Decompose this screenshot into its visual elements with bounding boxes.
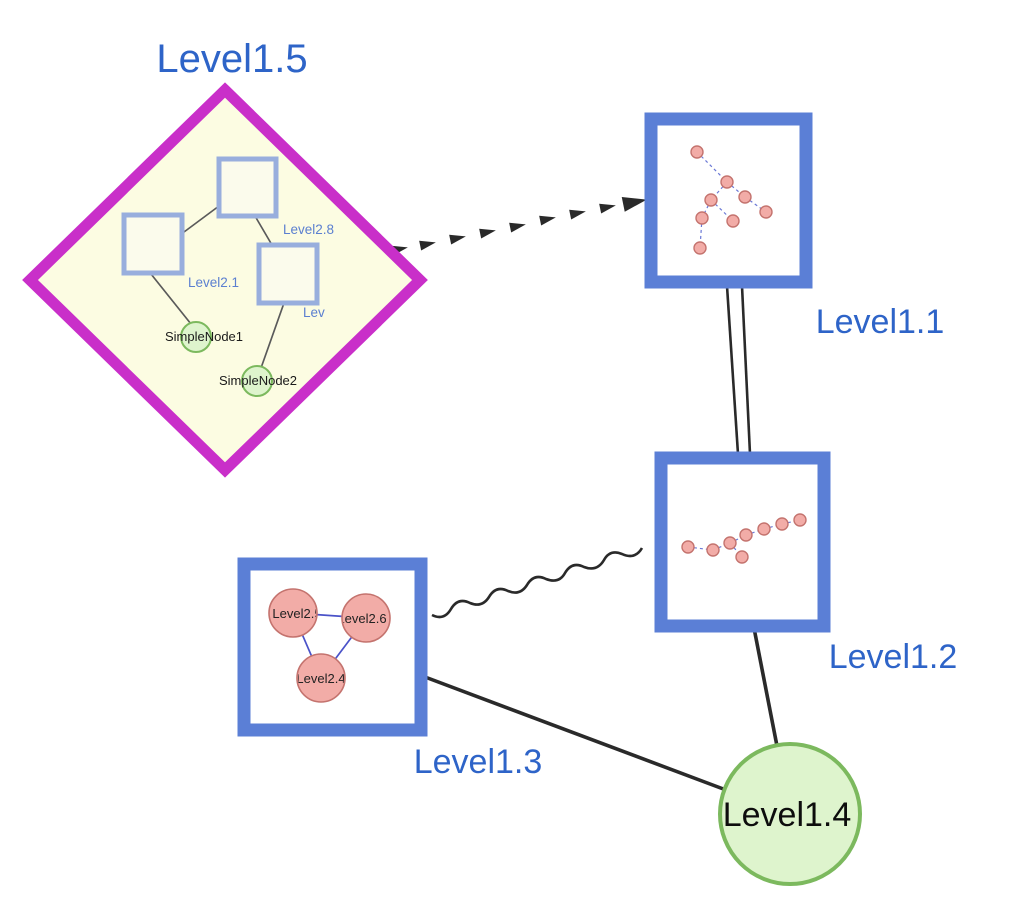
label-lev: Lev (303, 305, 325, 320)
mini-node[interactable] (793, 513, 807, 527)
node-level2-6[interactable] (341, 593, 391, 643)
mini-node[interactable] (757, 522, 771, 536)
edge-level28-lev[interactable] (254, 215, 273, 246)
square-level2-1[interactable] (121, 212, 185, 276)
mini-node[interactable] (704, 193, 718, 207)
mini-node[interactable] (759, 205, 773, 219)
mini-node[interactable] (720, 175, 734, 189)
level15-diamond-shape[interactable] (22, 82, 428, 478)
level13-box[interactable] (237, 557, 428, 737)
label-level1-5: Level1.5 (156, 37, 307, 81)
edge-level15-level11[interactable] (391, 192, 648, 256)
square-lev[interactable] (256, 242, 320, 306)
edge-level13-level12[interactable] (431, 547, 644, 619)
square-level2-8[interactable] (216, 156, 279, 219)
edge-level11-level12[interactable] (725, 285, 752, 455)
label-simplenode2: SimpleNode2 (219, 373, 297, 388)
node-level12-group[interactable] (654, 451, 831, 633)
mini-node[interactable] (739, 528, 753, 542)
label-simplenode1: SimpleNode1 (165, 329, 243, 344)
mini-node[interactable] (726, 214, 740, 228)
label-level1-2: Level1.2 (829, 638, 958, 676)
level12-mini-graph (681, 513, 807, 564)
label-level2-4: Level2.4 (296, 671, 345, 686)
edge-lev-simplenode2[interactable] (260, 302, 285, 369)
level11-mini-graph (690, 145, 773, 255)
node-level2-4[interactable] (296, 653, 346, 703)
edge-level13-level14[interactable] (424, 675, 727, 792)
mini-node[interactable] (706, 543, 720, 557)
edge-level21-level28[interactable] (183, 205, 220, 233)
mini-node[interactable] (690, 145, 704, 159)
node-level2-5[interactable] (268, 588, 318, 638)
node-level14[interactable] (718, 742, 862, 886)
mini-node[interactable] (693, 241, 707, 255)
level11-box[interactable] (644, 112, 813, 289)
edge-level21-simplenode1[interactable] (150, 273, 192, 325)
node-level13-group[interactable]: Level2.5 Level2.6 Level2.4 (237, 557, 428, 737)
node-simplenode2[interactable] (241, 365, 273, 397)
mini-node[interactable] (735, 550, 749, 564)
mini-node[interactable] (738, 190, 752, 204)
label-level1-4: Level1.4 (723, 796, 852, 834)
label-level2-1: Level2.1 (188, 275, 239, 290)
label-level2-6: Level2.6 (337, 611, 386, 626)
mini-node[interactable] (723, 536, 737, 550)
node-level15-group[interactable]: Level2.8 Level2.1 Lev SimpleNode1 Simple… (22, 82, 428, 478)
mini-node[interactable] (775, 517, 789, 531)
node-simplenode1[interactable] (180, 321, 212, 353)
label-level1-1: Level1.1 (816, 303, 945, 341)
label-level2-5: Level2.5 (272, 606, 321, 621)
node-level11-group[interactable] (644, 112, 813, 289)
edge-level12-level14[interactable] (752, 627, 779, 747)
label-level1-3: Level1.3 (414, 743, 543, 781)
mini-node[interactable] (681, 540, 695, 554)
mini-node[interactable] (695, 211, 709, 225)
label-level2-8: Level2.8 (283, 222, 334, 237)
level13-mini-graph: Level2.5 Level2.6 Level2.4 (268, 588, 391, 703)
